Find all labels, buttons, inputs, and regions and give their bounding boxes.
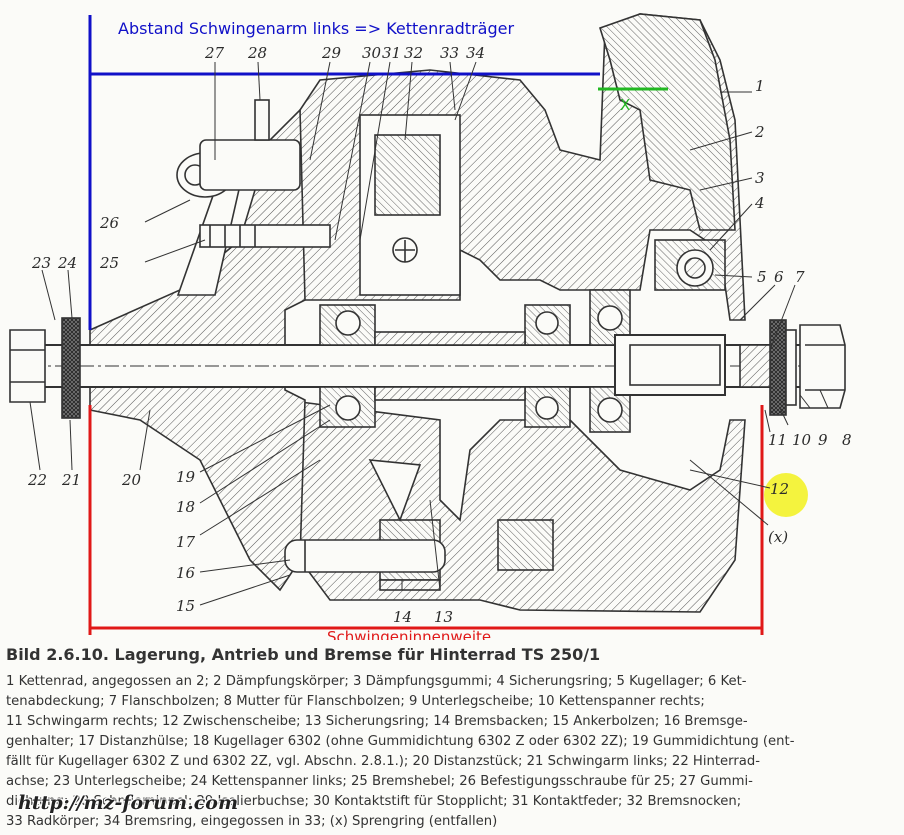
cam-shaft bbox=[199, 139, 301, 191]
part-label-9: 9 bbox=[818, 431, 828, 449]
part-label-6: 6 bbox=[774, 268, 784, 286]
part-label-11: 11 bbox=[768, 431, 787, 449]
legend-line: dichtung; 28 Schmiernippel; 29 Isolierbu… bbox=[6, 794, 742, 809]
legend-line: 11 Schwingarm rechts; 12 Zwischenscheibe… bbox=[6, 714, 748, 729]
hub-assembly bbox=[9, 13, 846, 613]
brake-lining-lower bbox=[379, 579, 441, 591]
part-label-30: 30 bbox=[362, 44, 382, 62]
parts-legend: 1 Kettenrad, angegossen an 2; 2 Dämpfung… bbox=[6, 672, 898, 832]
legend-line: 33 Radkörper; 34 Bremsring, eingegossen … bbox=[6, 814, 498, 829]
part-label-x: (x) bbox=[768, 528, 788, 546]
part-label-14: 14 bbox=[393, 608, 412, 626]
washer-right bbox=[769, 319, 787, 416]
part-label-13: 13 bbox=[434, 608, 453, 626]
part-label-2: 2 bbox=[754, 123, 765, 141]
part-label-24: 24 bbox=[57, 254, 77, 272]
top-distance-label: Abstand Schwingenarm links => Kettenradt… bbox=[118, 19, 514, 38]
part-label-1: 1 bbox=[755, 77, 765, 95]
part-label-34: 34 bbox=[466, 44, 485, 62]
grease-nipple bbox=[254, 99, 270, 141]
part-label-32: 32 bbox=[404, 44, 423, 62]
damper-body bbox=[599, 13, 736, 231]
part-number-labels: 1 2 3 4 5 6 7 8 9 10 11 12 (x) 13 14 15 … bbox=[27, 44, 852, 626]
part-label-21: 21 bbox=[61, 471, 81, 489]
part-label-7: 7 bbox=[795, 268, 805, 286]
part-label-22: 22 bbox=[27, 471, 47, 489]
part-label-8: 8 bbox=[842, 431, 852, 449]
part-label-18: 18 bbox=[176, 498, 195, 516]
legend-line: 1 Kettenrad, angegossen an 2; 2 Dämpfung… bbox=[6, 674, 747, 689]
brake-cam bbox=[374, 134, 441, 216]
bottom-width-label: Schwingeninnenweite bbox=[327, 628, 491, 640]
wheel-hub-lower bbox=[284, 399, 746, 613]
forum-watermark: http://mz-forum.com bbox=[18, 792, 239, 814]
part-label-10: 10 bbox=[792, 431, 812, 449]
exploded-hub-drawing: Abstand Schwingenarm links => Kettenradt… bbox=[9, 13, 852, 640]
legend-line: genhalter; 17 Distanzhülse; 18 Kugellage… bbox=[6, 734, 795, 749]
part-label-12: 12 bbox=[770, 480, 789, 498]
anchor-bolt bbox=[284, 539, 446, 573]
leader-lines bbox=[29, 61, 829, 606]
part-label-16: 16 bbox=[176, 564, 196, 582]
part-label-19: 19 bbox=[176, 468, 196, 486]
axle-head-left bbox=[9, 329, 46, 403]
bearing-middle bbox=[524, 304, 571, 428]
bearing-right bbox=[589, 289, 631, 433]
x-gap-label: X bbox=[620, 96, 630, 114]
part-label-29: 29 bbox=[321, 44, 342, 62]
legend-line: fällt für Kugellager 6302 Z und 6302 2Z,… bbox=[6, 754, 760, 769]
part-label-31: 31 bbox=[382, 44, 401, 62]
bearing-left bbox=[319, 304, 376, 428]
part-label-25: 25 bbox=[99, 254, 119, 272]
part-label-15: 15 bbox=[176, 597, 195, 615]
legend-line: tenabdeckung; 7 Flanschbolzen; 8 Mutter … bbox=[6, 694, 705, 709]
part-label-4: 4 bbox=[754, 194, 765, 212]
part-label-23: 23 bbox=[31, 254, 51, 272]
figure-caption: Bild 2.6.10. Lagerung, Antrieb und Brems… bbox=[6, 645, 601, 664]
part-label-28: 28 bbox=[247, 44, 267, 62]
washer-left bbox=[61, 317, 81, 419]
part-label-17: 17 bbox=[176, 533, 196, 551]
part-label-20: 20 bbox=[121, 471, 142, 489]
measurement-overlays bbox=[88, 15, 808, 635]
part-label-5: 5 bbox=[757, 268, 767, 286]
part-label-33: 33 bbox=[440, 44, 459, 62]
legend-line: achse; 23 Unterlegscheibe; 24 Kettenspan… bbox=[6, 774, 753, 789]
contact-pin bbox=[199, 224, 331, 248]
part-label-27: 27 bbox=[204, 44, 225, 62]
part-label-3: 3 bbox=[755, 169, 765, 187]
distance-sleeve bbox=[374, 331, 526, 346]
part-label-26: 26 bbox=[99, 214, 120, 232]
highlight-mark bbox=[764, 473, 808, 517]
